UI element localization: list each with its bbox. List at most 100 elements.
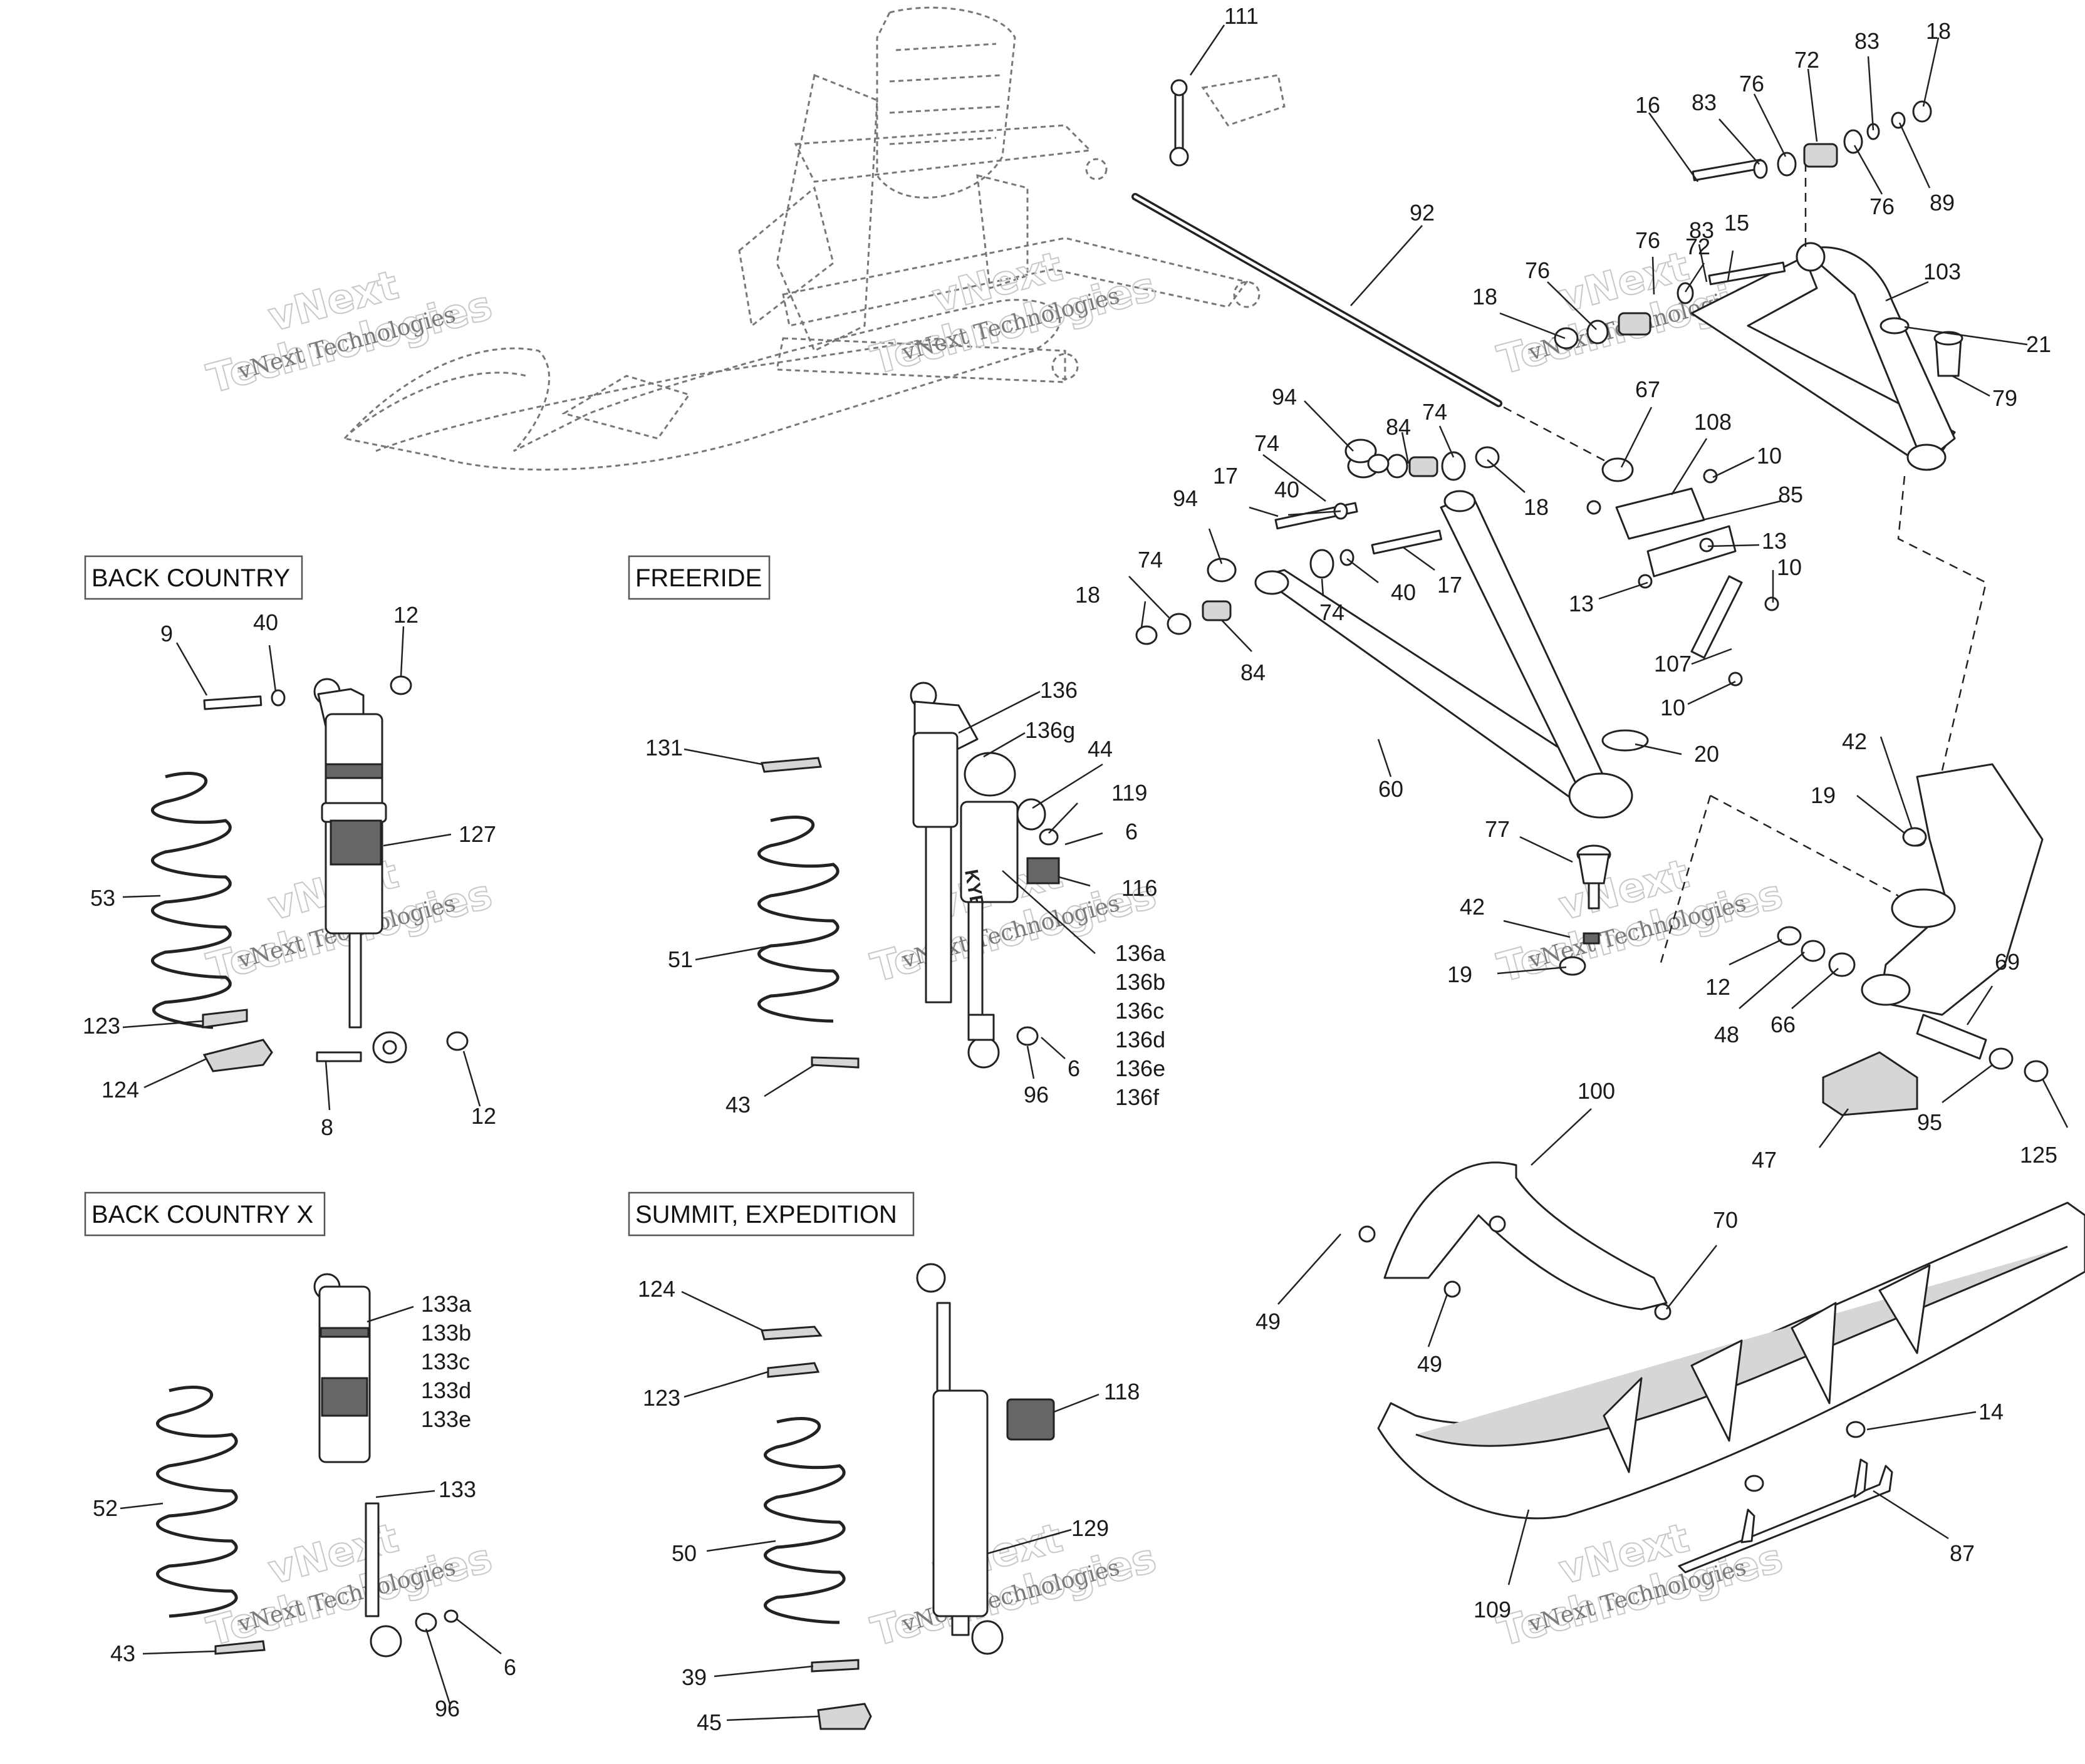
callout-label: 9 (160, 621, 173, 646)
callout-label: 42 (1460, 894, 1485, 920)
callout-label: 94 (1272, 384, 1297, 410)
callout-label: 6 (1068, 1056, 1080, 1081)
callout-label: 12 (1705, 974, 1730, 1000)
guide-line (1897, 475, 1987, 771)
ski-leg-100 (1358, 1161, 1672, 1320)
callout-label: 49 (1417, 1351, 1442, 1377)
spring-51 (757, 816, 840, 1023)
callout-label: 133 (439, 1476, 476, 1502)
ghost-front-suspension-assembly (343, 6, 1261, 471)
callout-label: 47 (1752, 1147, 1777, 1173)
callouts-freeride: 136 136g 131 44 119 6 116 51 136a 136b 1… (645, 677, 1166, 1118)
callout-label: 83 (1854, 28, 1880, 54)
callouts-back-country-x: 133a 133b 133c 133d 133e 133 52 43 96 6 (93, 1291, 516, 1721)
callout-label: 76 (1869, 194, 1895, 219)
callout-label: 74 (1254, 430, 1279, 456)
fr-hardware (761, 757, 1060, 1069)
callout-label: 52 (93, 1495, 118, 1521)
callout-label: 14 (1978, 1399, 2004, 1424)
callout-label: 136d (1115, 1027, 1165, 1052)
sway-bar-link-111 (1169, 74, 1286, 167)
callout-label: 89 (1930, 190, 1955, 215)
callout-label: 51 (668, 947, 693, 972)
callout-label: 76 (1525, 257, 1550, 283)
callout-label: 123 (643, 1385, 680, 1411)
callout-label: 18 (1926, 18, 1951, 44)
callout-label: 10 (1660, 695, 1685, 720)
callout-label: 127 (459, 821, 496, 847)
callout-label: 84 (1386, 414, 1411, 440)
callout-label: 13 (1762, 528, 1787, 554)
callout-label: 48 (1714, 1022, 1739, 1047)
callout-label: 76 (1635, 227, 1660, 253)
callout-label: 45 (697, 1710, 722, 1735)
callout-label: 103 (1923, 259, 1961, 284)
callout-label: 136b (1115, 969, 1165, 995)
callout-label: 60 (1378, 776, 1403, 802)
section-title-summit-expedition: SUMMIT, EXPEDITION (628, 1191, 915, 1237)
callout-label: 50 (672, 1540, 697, 1566)
callout-label: 67 (1635, 376, 1660, 402)
callout-label: 109 (1474, 1597, 1511, 1622)
section-title-back-country-x: BACK COUNTRY X (84, 1191, 326, 1237)
callout-label: 19 (1811, 782, 1836, 808)
callout-label: 18 (1075, 582, 1100, 608)
callout-label: 77 (1485, 816, 1510, 842)
callout-label: 44 (1088, 736, 1113, 762)
spindle-assembly (1861, 763, 2044, 1016)
guide-line (1503, 406, 1611, 465)
callout-label: 12 (393, 602, 419, 628)
callout-label: 133d (421, 1377, 471, 1403)
upper-a-arm-103 (1690, 242, 1956, 471)
callout-label: 100 (1578, 1078, 1615, 1104)
section-title-freeride: FREERIDE (628, 555, 771, 600)
callout-label: 69 (1995, 949, 2020, 975)
callout-label: 19 (1447, 962, 1472, 987)
callout-label: 10 (1757, 443, 1782, 469)
callout-label: 118 (1104, 1379, 1140, 1404)
leader-lines (120, 24, 2069, 1721)
callout-label: 43 (110, 1641, 135, 1666)
callout-label: 133b (421, 1320, 471, 1346)
spring-52 (156, 1386, 238, 1618)
callout-label: 136e (1115, 1056, 1165, 1081)
callout-label: 40 (253, 610, 278, 635)
callout-label: 74 (1319, 599, 1344, 625)
callout-label: 111 (1224, 3, 1259, 29)
callout-label: 136 (1040, 677, 1078, 703)
callout-label: 6 (1125, 819, 1138, 844)
callout-label: 17 (1213, 463, 1238, 489)
callouts-back-country: 9 40 12 127 53 123 124 8 12 (83, 602, 496, 1140)
callout-label: 95 (1917, 1109, 1942, 1135)
callout-label: 39 (682, 1664, 707, 1690)
callout-label: 49 (1256, 1309, 1281, 1334)
lower-a-arm-60 (1254, 490, 1633, 819)
callout-label: 136f (1115, 1084, 1160, 1110)
callout-label: 94 (1173, 485, 1198, 511)
callouts-bottom-right: 100 70 49 49 14 87 109 (1256, 1078, 2004, 1622)
callout-label: 136g (1025, 717, 1075, 743)
shock-127 (313, 678, 407, 1064)
tie-rod-92 (1131, 193, 1502, 407)
hardware-group-top-right (1135, 100, 2049, 1116)
callout-label: 108 (1694, 409, 1732, 435)
callout-label: 74 (1138, 547, 1163, 573)
callouts-summit-expedition: 124 123 118 129 50 39 45 (638, 1276, 1140, 1735)
callout-label: 96 (435, 1696, 460, 1721)
bcx-hardware (214, 1609, 459, 1655)
callout-label: 16 (1635, 92, 1660, 118)
guide-line (1659, 794, 1899, 965)
callout-label: 124 (638, 1276, 675, 1302)
callout-label: 133e (421, 1406, 471, 1432)
callout-label: 87 (1950, 1540, 1975, 1566)
callout-label: 136a (1115, 940, 1166, 966)
callout-label: 133c (421, 1349, 470, 1374)
callout-label: 124 (101, 1077, 139, 1102)
callout-label: 18 (1472, 284, 1497, 309)
spring-50 (764, 1417, 846, 1624)
shock-136: KYB (910, 682, 1019, 1069)
callout-label: 119 (1111, 780, 1147, 806)
section-title-back-country: BACK COUNTRY (84, 555, 303, 600)
callout-label: 136c (1115, 998, 1164, 1024)
